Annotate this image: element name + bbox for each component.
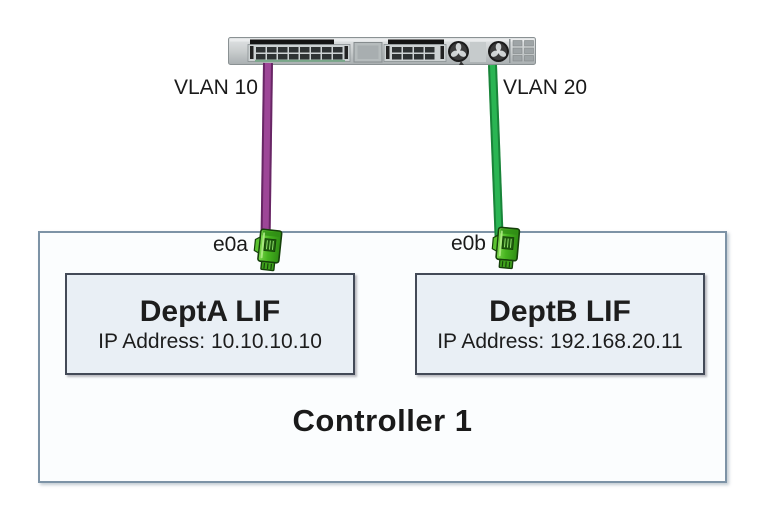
vlan20-cable xyxy=(488,64,504,248)
controller-label: Controller 1 xyxy=(292,403,473,438)
lif-box-deptb: DeptB LIF IP Address: 192.168.20.11 xyxy=(415,273,705,375)
port-e0a-label: e0a xyxy=(212,233,248,256)
lif-depta-ip: IP Address: 10.10.10.10 xyxy=(98,330,322,353)
lif-depta-title: DeptA LIF xyxy=(139,295,281,328)
ethernet-connector-icon-e0b xyxy=(488,223,526,272)
lif-deptb-ip: IP Address: 192.168.20.11 xyxy=(437,330,683,353)
lif-box-depta: DeptA LIF IP Address: 10.10.10.10 xyxy=(65,273,355,375)
vlan10-cable xyxy=(260,62,273,250)
ethernet-connector-icon-e0a xyxy=(250,224,289,273)
lif-deptb-title: DeptB LIF xyxy=(489,295,631,328)
rack-switch-icon xyxy=(228,37,536,65)
port-e0b-label: e0b xyxy=(450,232,486,255)
vlan20-label: VLAN 20 xyxy=(503,76,588,99)
vlan10-label: VLAN 10 xyxy=(173,76,258,99)
